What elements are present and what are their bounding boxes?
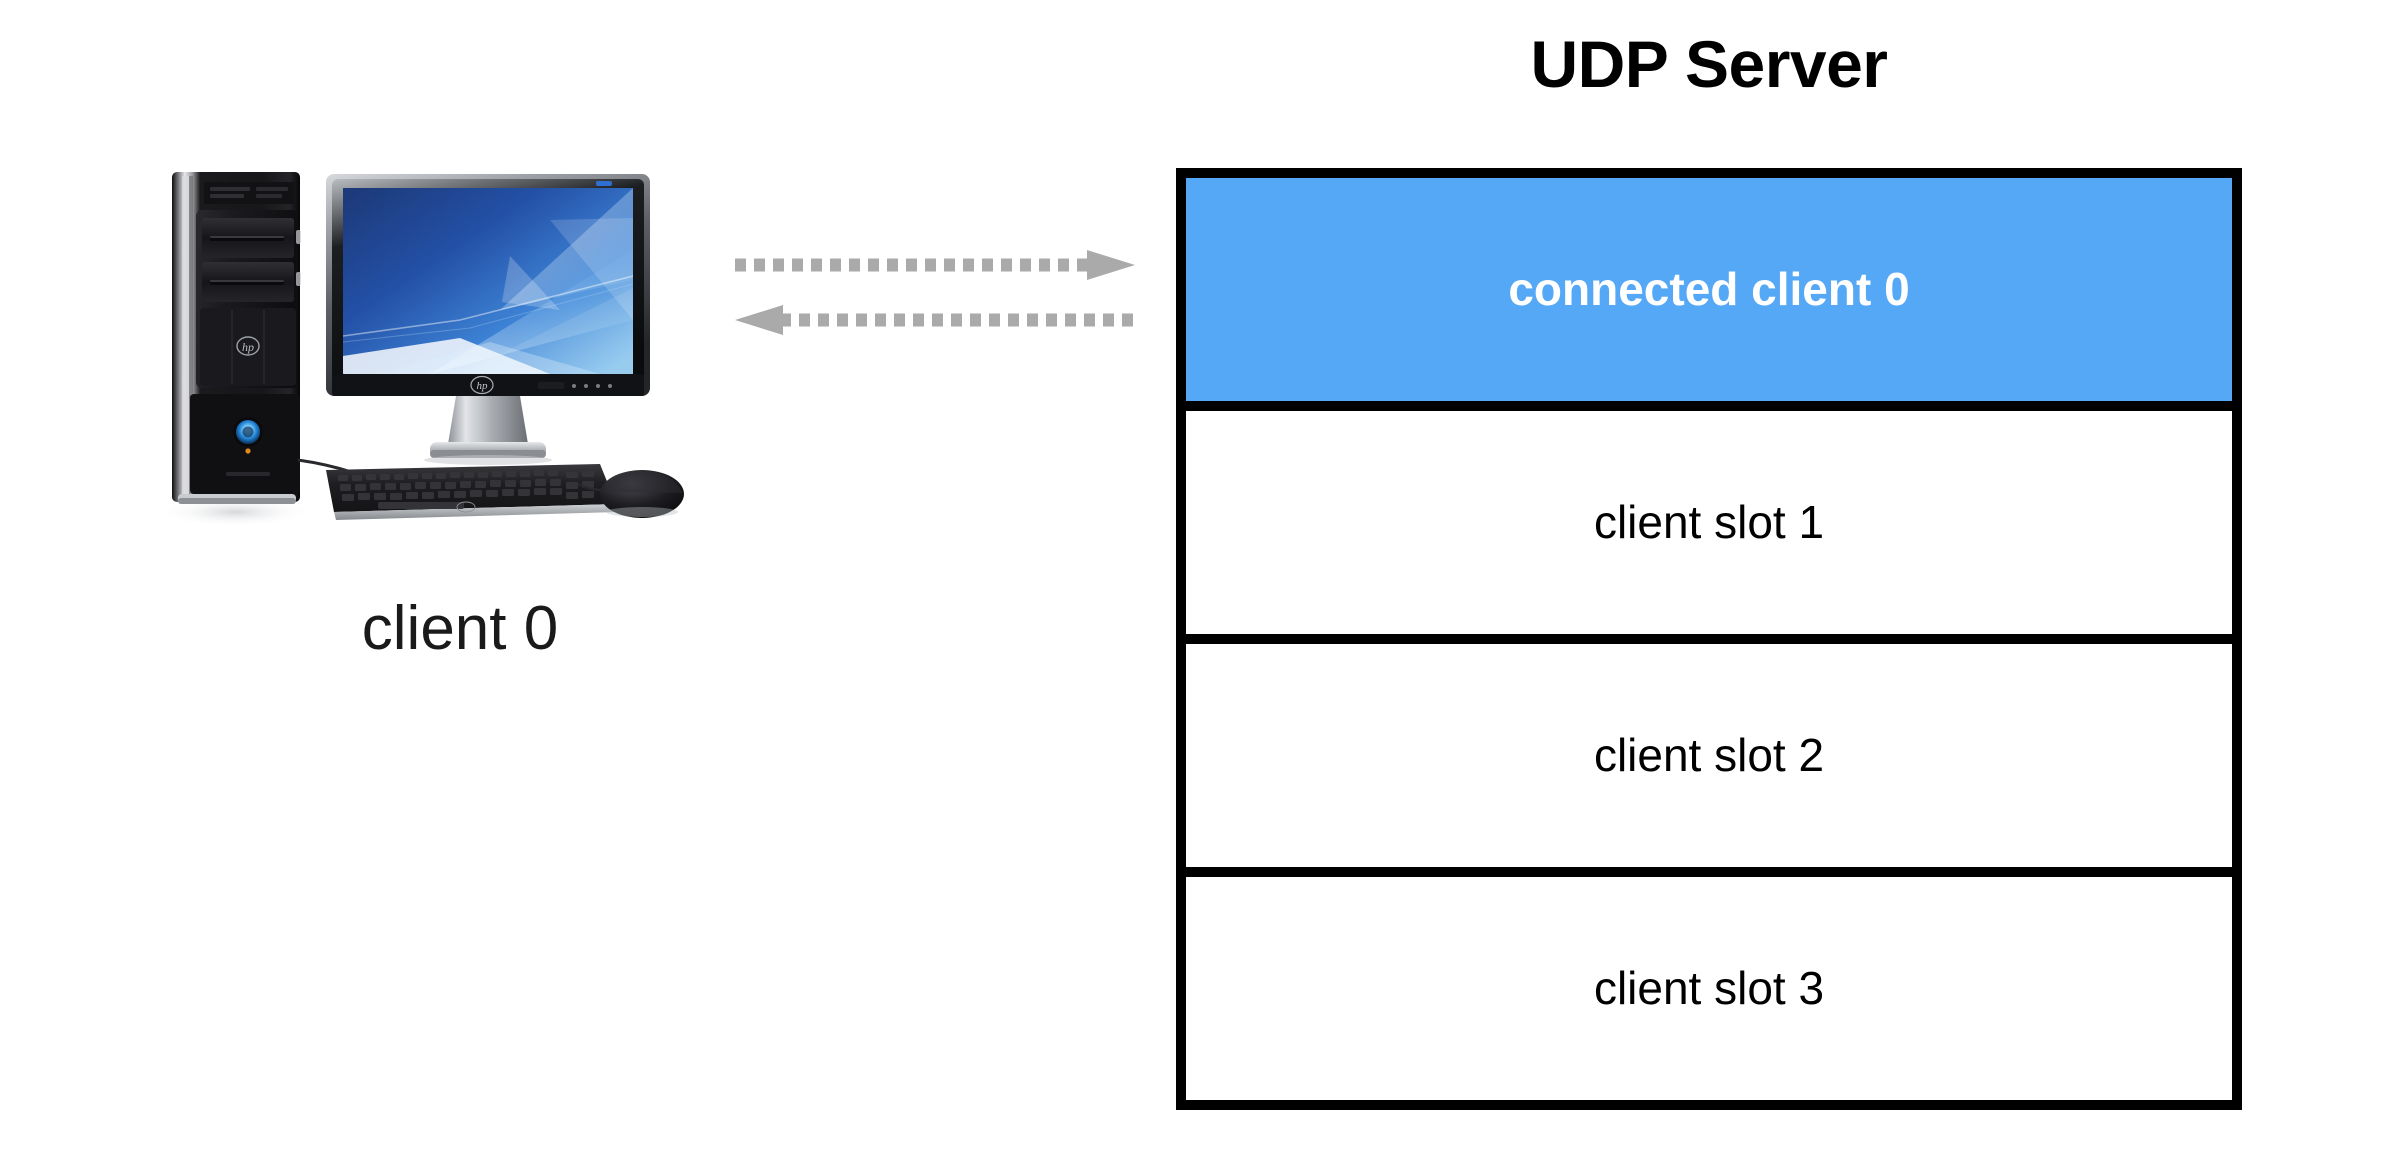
- svg-text:hp: hp: [477, 380, 489, 392]
- mouse: [577, 470, 684, 518]
- lcd-monitor: hp: [326, 174, 650, 465]
- arrow-server-to-client: [725, 305, 1135, 335]
- monitor-wallpaper: [343, 188, 633, 374]
- slot-label-2: client slot 2: [1593, 729, 1825, 782]
- slot-label-3: client slot 3: [1593, 962, 1825, 1015]
- arrowhead-left: [735, 305, 783, 335]
- client-label: client 0: [361, 594, 559, 663]
- client-computer-illustration: hp: [130, 160, 790, 560]
- slot-row-0[interactable]: connected client 0: [1186, 178, 2232, 411]
- slot-label-1: client slot 1: [1593, 496, 1825, 549]
- tower-shadow: [157, 497, 313, 527]
- slot-row-3[interactable]: client slot 3: [1186, 877, 2232, 1100]
- server-slot-table: connected client 0 client slot 1 client …: [1176, 168, 2242, 1110]
- arrow-client-to-server: [735, 250, 1140, 280]
- keyboard: [326, 464, 618, 520]
- slot-row-2[interactable]: client slot 2: [1186, 644, 2232, 877]
- arrowhead-right: [1087, 250, 1135, 280]
- slot-row-1[interactable]: client slot 1: [1186, 411, 2232, 644]
- pc-tower: hp: [172, 172, 301, 504]
- keyboard-keys: [338, 470, 594, 509]
- server-title: UDP Server: [1530, 27, 1888, 101]
- svg-text:hp: hp: [242, 340, 254, 354]
- slot-label-0: connected client 0: [1508, 263, 1910, 316]
